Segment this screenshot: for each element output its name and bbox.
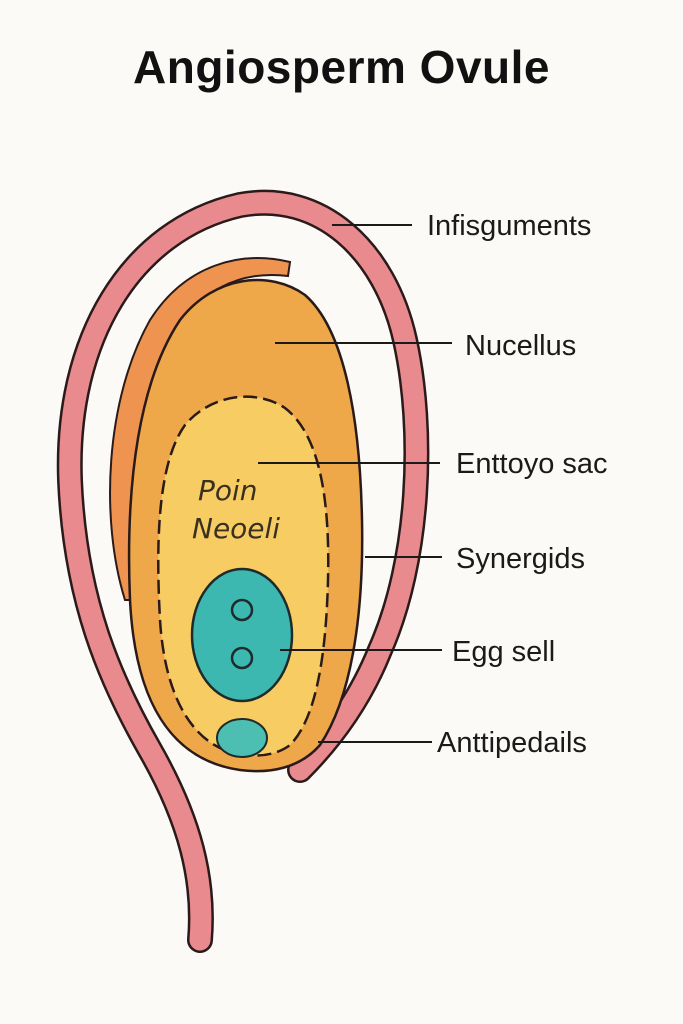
label-synergids: Synergids (456, 543, 585, 575)
outer-integument (59, 192, 427, 951)
inner-text-line2: Neoeli (192, 512, 280, 545)
egg-cell (190, 567, 294, 703)
label-integuments: Infisguments (427, 210, 591, 242)
label-antipodals: Anttipedails (437, 727, 587, 759)
egg-nucleus-upper (230, 598, 254, 622)
label-nucellus: Nucellus (465, 330, 576, 362)
egg-nucleus-lower (230, 646, 254, 670)
antipodal-cell (216, 718, 268, 758)
label-embryo-sac: Enttoyo sac (456, 448, 608, 480)
label-egg-cell: Egg sell (452, 636, 555, 668)
diagram-title: Angiosperm Ovule (133, 41, 550, 93)
inner-text-line1: Poin (198, 474, 258, 507)
